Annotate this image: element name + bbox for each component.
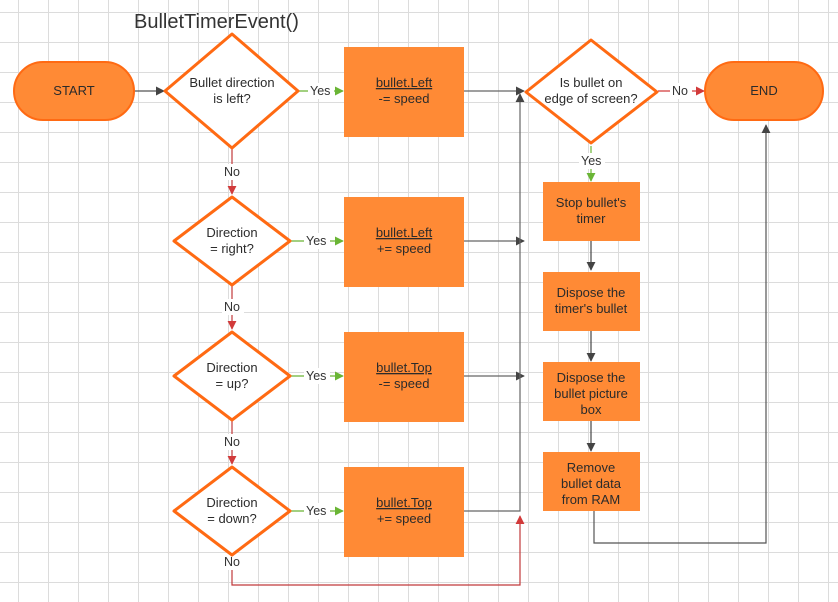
action-move-right: bullet.Left += speed: [344, 197, 464, 287]
label-no-edge: No: [672, 84, 688, 98]
action-move-down-code: bullet.Top: [376, 495, 432, 510]
decision-right: Direction = right?: [172, 195, 292, 287]
process-remove-data: Remove bullet data from RAM: [543, 452, 640, 511]
decision-edge-line-1: Is bullet on: [560, 75, 623, 90]
end-terminator: END: [704, 61, 824, 121]
decision-edge-line-2: edge of screen?: [544, 91, 637, 106]
decision-right-line-1: Direction: [206, 225, 257, 240]
process-dispose-bullet-line-1: Dispose the: [557, 285, 626, 300]
start-label: START: [53, 83, 94, 98]
action-move-left-op: -= speed: [379, 91, 430, 106]
action-move-left: bullet.Left -= speed: [344, 47, 464, 137]
action-move-up-op: -= speed: [379, 376, 430, 391]
start-terminator: START: [13, 61, 135, 121]
decision-up: Direction = up?: [172, 330, 292, 422]
decision-left-line-2: is left?: [213, 91, 251, 106]
process-dispose-box-line-3: box: [581, 402, 602, 417]
action-move-right-op: += speed: [377, 241, 431, 256]
label-yes-down: Yes: [306, 504, 326, 518]
svg-text:bullet.Top: bullet.Top: [376, 495, 432, 510]
process-dispose-bullet: Dispose the timer's bullet: [543, 272, 640, 331]
process-stop-timer-line-1: Stop bullet's: [556, 195, 627, 210]
decision-up-line-2: = up?: [216, 376, 249, 391]
svg-text:bullet.Top: bullet.Top: [376, 360, 432, 375]
action-move-down: bullet.Top += speed: [344, 467, 464, 557]
svg-text:bullet.Left: bullet.Left: [376, 75, 433, 90]
label-no-down: No: [224, 555, 240, 569]
process-dispose-bullet-line-2: timer's bullet: [555, 301, 628, 316]
decision-down-line-2: = down?: [207, 511, 257, 526]
label-yes-left: Yes: [310, 84, 330, 98]
decision-up-line-1: Direction: [206, 360, 257, 375]
decision-right-line-2: = right?: [210, 241, 254, 256]
decision-down: Direction = down?: [172, 465, 292, 557]
process-stop-timer: Stop bullet's timer: [543, 182, 640, 241]
connector-remove-to-end: [593, 124, 771, 544]
action-move-left-code: bullet.Left: [376, 75, 433, 90]
process-remove-line-2: bullet data: [561, 476, 622, 491]
label-no-right: No: [224, 300, 240, 314]
label-yes-up: Yes: [306, 369, 326, 383]
decision-left-line-1: Bullet direction: [189, 75, 274, 90]
end-label: END: [750, 83, 777, 98]
process-remove-line-1: Remove: [567, 460, 615, 475]
action-move-up: bullet.Top -= speed: [344, 332, 464, 422]
action-move-down-op: += speed: [377, 511, 431, 526]
diagram-title: BulletTimerEvent(): [134, 11, 299, 33]
process-dispose-box-line-2: bullet picture: [554, 386, 628, 401]
action-move-up-code: bullet.Top: [376, 360, 432, 375]
label-yes-edge: Yes: [581, 154, 601, 168]
label-no-left: No: [224, 165, 240, 179]
process-remove-line-3: from RAM: [562, 492, 621, 507]
process-dispose-box-line-1: Dispose the: [557, 370, 626, 385]
process-stop-timer-line-2: timer: [577, 211, 607, 226]
action-move-right-code: bullet.Left: [376, 225, 433, 240]
label-yes-right: Yes: [306, 234, 326, 248]
connector-down-action-to-edge: [464, 93, 525, 512]
label-no-up: No: [224, 435, 240, 449]
decision-left: Bullet direction is left?: [163, 32, 300, 150]
process-dispose-picture-box: Dispose the bullet picture box: [543, 362, 640, 421]
svg-text:bullet.Left: bullet.Left: [376, 225, 433, 240]
decision-edge: Is bullet on edge of screen?: [524, 38, 659, 145]
decision-down-line-1: Direction: [206, 495, 257, 510]
